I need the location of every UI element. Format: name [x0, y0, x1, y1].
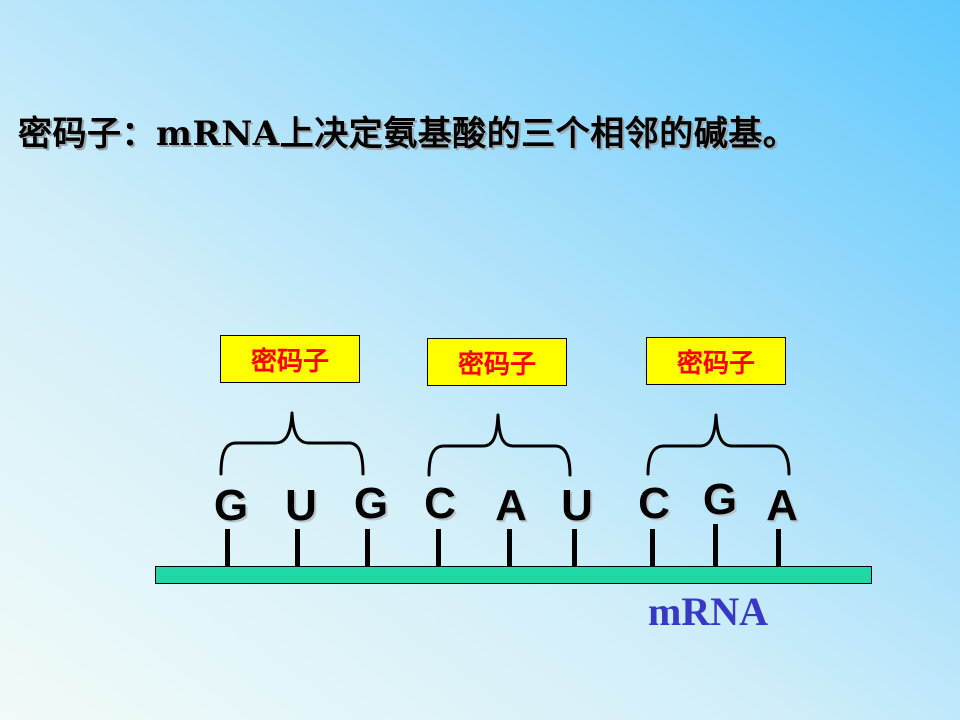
base-6: U — [561, 481, 593, 530]
base-3: G — [353, 479, 389, 528]
mrna-label: mRNA — [648, 589, 768, 634]
base-7: C — [638, 479, 670, 528]
base-2: U — [285, 481, 317, 530]
codon-box-3: 密码子 — [646, 337, 786, 385]
base-tick-5 — [507, 529, 512, 567]
codon-box-2: 密码子 — [427, 338, 567, 386]
brace-2 — [427, 413, 572, 477]
base-tick-2 — [295, 529, 300, 567]
base-tick-4 — [436, 529, 441, 567]
base-9: A — [766, 481, 798, 530]
base-tick-3 — [365, 529, 370, 567]
slide-title: 密码子：mRNA上决定氨基酸的三个相邻的碱基。 — [18, 114, 798, 154]
base-4: C — [424, 479, 456, 528]
base-8: G — [702, 475, 738, 524]
codon-box-1: 密码子 — [220, 335, 360, 383]
base-tick-6 — [572, 529, 577, 567]
base-1: G — [213, 481, 249, 530]
base-tick-1 — [225, 529, 230, 567]
mrna-strand — [155, 566, 872, 584]
base-tick-8 — [713, 524, 718, 567]
base-tick-9 — [776, 529, 781, 567]
base-tick-7 — [650, 529, 655, 567]
brace-3 — [646, 413, 791, 476]
base-5: A — [495, 481, 527, 530]
brace-1 — [219, 411, 365, 476]
